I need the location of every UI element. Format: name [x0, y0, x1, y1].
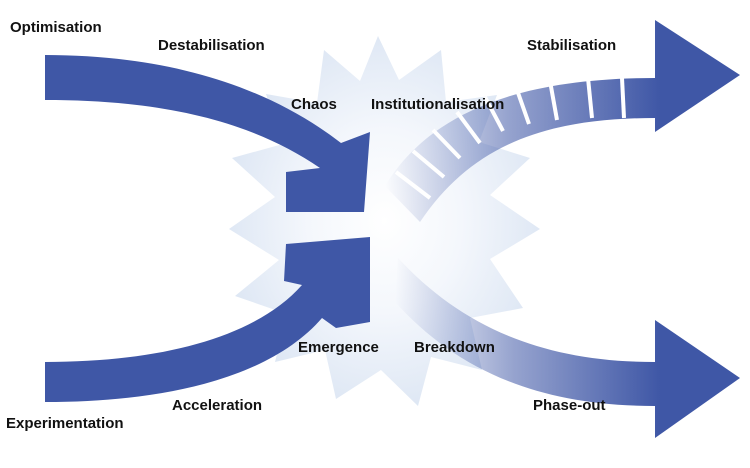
- label-experimentation: Experimentation: [6, 415, 124, 432]
- label-emergence: Emergence: [298, 339, 379, 356]
- label-phase-out: Phase-out: [533, 397, 606, 414]
- acceleration-arrow: [45, 237, 370, 402]
- label-optimisation: Optimisation: [10, 19, 102, 36]
- destabilisation-arrow: [45, 55, 370, 212]
- stabilisation-arrow: [385, 20, 740, 222]
- label-destabilisation: Destabilisation: [158, 37, 265, 54]
- label-chaos: Chaos: [291, 96, 337, 113]
- label-institutionalisation: Institutionalisation: [371, 96, 504, 113]
- phase-out-arrow: [395, 258, 740, 438]
- stabilisation-segment-gaps: [394, 77, 626, 200]
- label-acceleration: Acceleration: [172, 397, 262, 414]
- label-stabilisation: Stabilisation: [527, 37, 616, 54]
- label-breakdown: Breakdown: [414, 339, 495, 356]
